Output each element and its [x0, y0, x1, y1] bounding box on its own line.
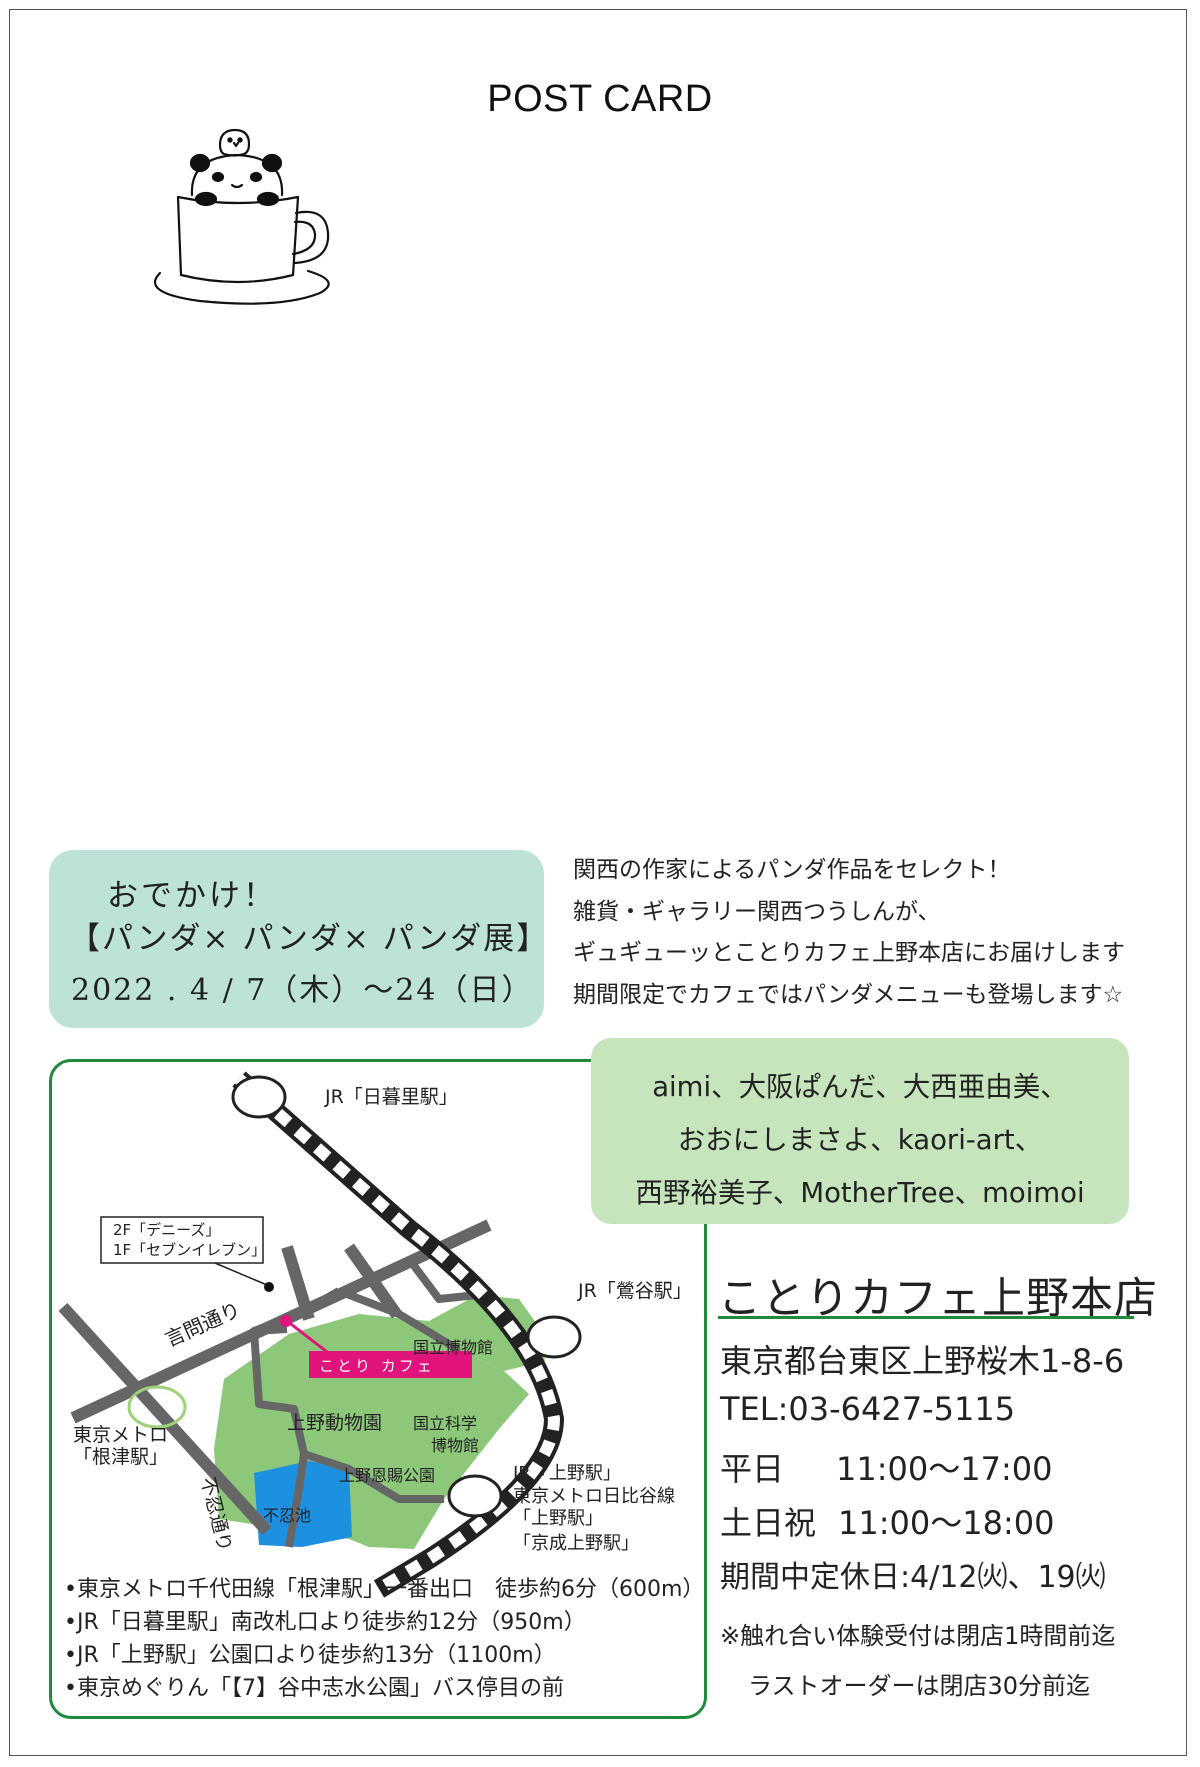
shop-tel: TEL:03-6427-5115	[720, 1390, 1016, 1428]
uguisudani-station-marker	[526, 1315, 582, 1359]
description-line: 期間限定でカフェではパンダメニューも登場します☆	[573, 981, 1124, 1008]
label-seven: 1F「セブンイレブン」	[113, 1241, 266, 1259]
access-line: •東京めぐりん「【7】谷中志水公園」バス停目の前	[64, 1676, 564, 1701]
access-line: •JR「日暮里駅」南改札口より徒歩約12分（950m）	[64, 1610, 586, 1635]
label-park: 上野恩賜公園	[339, 1466, 435, 1485]
access-line: •東京メトロ千代田線「根津駅」一番出口 徒歩約6分（600m）	[64, 1577, 705, 1602]
event-tagline: おでかけ！	[107, 878, 277, 914]
label-science-2: 博物館	[431, 1436, 479, 1455]
label-pond: 不忍池	[263, 1506, 311, 1525]
panda-cup-illustration	[153, 128, 330, 305]
artist-line: aimi、大阪ぱんだ、大西亜由美、	[652, 1071, 1068, 1103]
label-science-1: 国立科学	[413, 1414, 477, 1433]
access-map: JR「日暮里駅」 JR「鶯谷駅」 2F「デニーズ」 1F「セブンイレブン」 言問…	[58, 1071, 692, 1598]
artist-line: 西野裕美子、MotherTree、moimoi	[635, 1177, 1085, 1209]
note-experience: ※触れ合い体験受付は閉店1時間前迄	[720, 1622, 1116, 1650]
description-line: 関西の作家によるパンダ作品をセレクト！	[573, 857, 1011, 883]
postcard-frame	[9, 9, 1187, 1756]
artists-box: aimi、大阪ぱんだ、大西亜由美、 おおにしまさよ、kaori-art、 西野裕…	[591, 1038, 1129, 1224]
postcard-title: POST CARD	[487, 78, 713, 120]
description-line: ギュギューッとことりカフェ上野本店にお届けします	[573, 940, 1125, 966]
label-uguisudani: JR「鶯谷駅」	[577, 1280, 692, 1302]
cafe-location-marker	[280, 1315, 292, 1327]
holiday-label: 土日祝	[720, 1504, 817, 1542]
closed-days: 期間中定休日:4/12㈫、19㈫	[720, 1560, 1106, 1595]
label-ueno-1: JR「上野駅」	[512, 1463, 621, 1484]
holiday-hours: 11:00～18:00	[838, 1504, 1055, 1542]
weekday-label: 平日	[720, 1450, 785, 1488]
access-directions: •東京メトロ千代田線「根津駅」一番出口 徒歩約6分（600m） •JR「日暮里駅…	[64, 1573, 704, 1705]
label-dennys: 2F「デニーズ」	[113, 1221, 220, 1239]
event-title-box: おでかけ！ 【パンダ× パンダ× パンダ展】 2022 . 4 / 7（木）～2…	[49, 850, 547, 1028]
cafe-label-box	[309, 1351, 472, 1378]
label-nezu-2: 「根津駅」	[73, 1446, 168, 1468]
label-museum: 国立博物館	[413, 1338, 493, 1357]
label-zoo: 上野動物園	[287, 1412, 382, 1434]
map-box	[49, 1059, 707, 1719]
label-nezu-1: 東京メトロ	[73, 1424, 168, 1446]
access-line: •JR「上野駅」公園口より徒歩約13分（1100m）	[64, 1643, 556, 1668]
label-nippori: JR「日暮里駅」	[324, 1086, 458, 1108]
event-dates: 2022 . 4 / 7（木）～24（日）	[71, 973, 534, 1008]
dennys-marker	[264, 1282, 274, 1292]
event-name: 【パンダ× パンダ× パンダ展】	[69, 921, 550, 957]
shop-name-underline	[718, 1316, 1134, 1319]
shinobazu-pond	[254, 1461, 352, 1547]
description-line: 雑貨・ギャラリー関西つうしんが、	[573, 898, 941, 925]
nezu-station-marker	[127, 1385, 187, 1429]
label-ueno-4: 「京成上野駅」	[513, 1533, 639, 1554]
artist-line: おおにしまさよ、kaori-art、	[677, 1124, 1043, 1156]
label-ueno-3: 「上野駅」	[513, 1508, 603, 1529]
label-cafe: ことり カフェ	[319, 1357, 435, 1375]
note-last-order: ラストオーダーは閉店30分前迄	[748, 1672, 1091, 1700]
ueno-station-marker	[447, 1474, 503, 1518]
event-description: 関西の作家によるパンダ作品をセレクト！ 雑貨・ギャラリー関西つうしんが、 ギュギ…	[573, 850, 1125, 1016]
weekday-hours: 11:00～17:00	[836, 1450, 1053, 1488]
nippori-station-marker	[231, 1075, 287, 1119]
label-ueno-2: 東京メトロ日比谷線	[513, 1486, 675, 1507]
dennys-callout-box	[100, 1216, 264, 1264]
shop-name: ことりカフェ上野本店	[718, 1274, 1158, 1324]
ueno-park-area	[429, 1295, 545, 1371]
shop-address: 東京都台東区上野桜木1-8-6	[720, 1342, 1125, 1380]
